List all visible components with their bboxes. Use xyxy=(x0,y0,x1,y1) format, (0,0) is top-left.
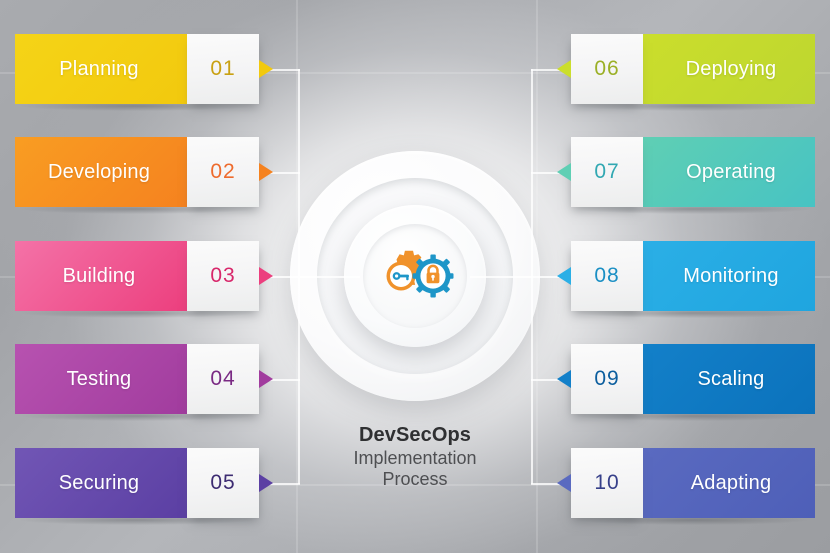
step-arrow-02-icon xyxy=(259,163,273,181)
step-number-02[interactable]: 02 xyxy=(187,137,259,207)
row-shadow xyxy=(577,204,809,214)
step-number-04[interactable]: 04 xyxy=(187,344,259,414)
step-label-04[interactable]: Testing xyxy=(15,344,187,414)
step-label-09[interactable]: Scaling xyxy=(643,344,815,414)
step-number-07[interactable]: 07 xyxy=(571,137,643,207)
step-arrow-03-icon xyxy=(259,267,273,285)
step-number-01[interactable]: 01 xyxy=(187,34,259,104)
row-shadow xyxy=(21,204,253,214)
gears-svg xyxy=(386,250,454,298)
step-number-10[interactable]: 10 xyxy=(571,448,643,518)
step-label-06[interactable]: Deploying xyxy=(643,34,815,104)
row-shadow xyxy=(21,411,253,421)
gear-lock-icon xyxy=(412,254,454,298)
row-shadow xyxy=(21,101,253,111)
step-label-03[interactable]: Building xyxy=(15,241,187,311)
step-label-05[interactable]: Securing xyxy=(15,448,187,518)
row-shadow xyxy=(21,515,253,525)
step-arrow-08-icon xyxy=(557,267,571,285)
hub-gears xyxy=(367,245,463,307)
step-label-02[interactable]: Developing xyxy=(15,137,187,207)
step-arrow-04-icon xyxy=(259,370,273,388)
step-number-09[interactable]: 09 xyxy=(571,344,643,414)
step-label-08[interactable]: Monitoring xyxy=(643,241,815,311)
step-number-05[interactable]: 05 xyxy=(187,448,259,518)
step-arrow-07-icon xyxy=(557,163,571,181)
step-arrow-06-icon xyxy=(557,60,571,78)
row-shadow xyxy=(577,411,809,421)
center-title: DevSecOps xyxy=(358,424,472,446)
step-arrow-01-icon xyxy=(259,60,273,78)
padlock-glyph xyxy=(426,264,440,284)
step-number-08[interactable]: 08 xyxy=(571,241,643,311)
row-shadow xyxy=(577,515,809,525)
step-number-03[interactable]: 03 xyxy=(187,241,259,311)
step-arrow-10-icon xyxy=(557,474,571,492)
step-label-07[interactable]: Operating xyxy=(643,137,815,207)
step-number-06[interactable]: 06 xyxy=(571,34,643,104)
step-arrow-09-icon xyxy=(557,370,571,388)
row-shadow xyxy=(577,101,809,111)
row-shadow xyxy=(21,308,253,318)
step-label-10[interactable]: Adapting xyxy=(643,448,815,518)
gear-key-icon xyxy=(386,250,428,291)
step-arrow-05-icon xyxy=(259,474,273,492)
row-shadow xyxy=(577,308,809,318)
step-label-01[interactable]: Planning xyxy=(15,34,187,104)
